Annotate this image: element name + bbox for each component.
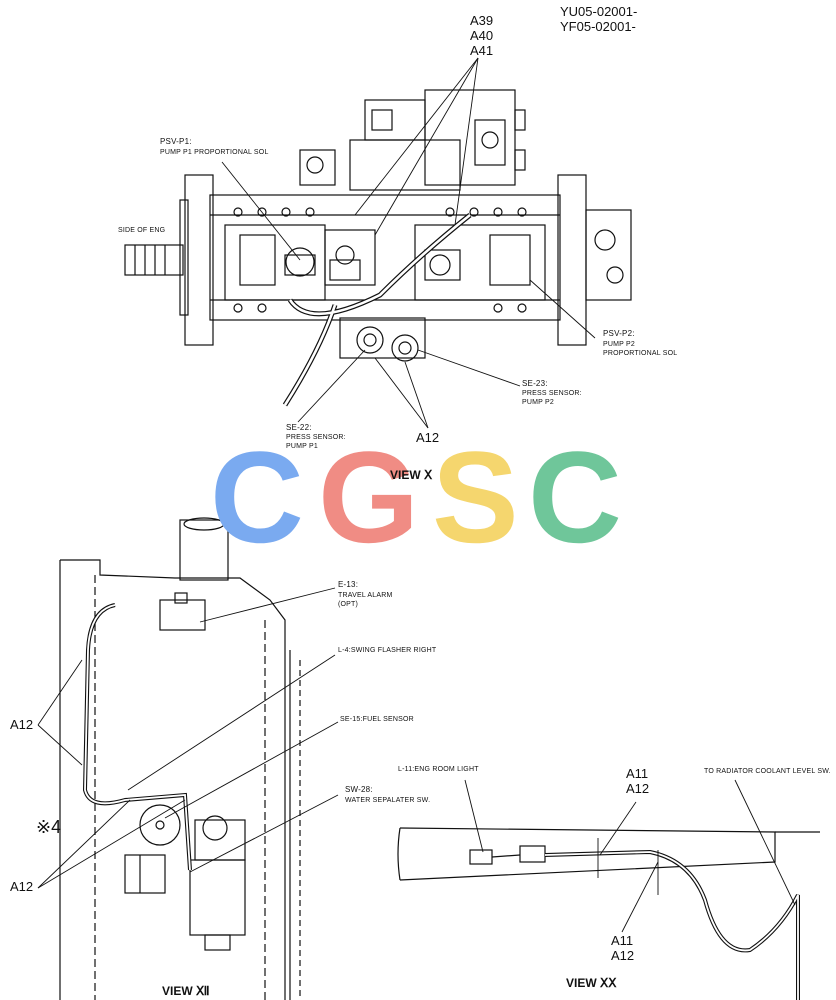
callout-a11-bottom: A11 [611, 933, 634, 948]
model-code-1: YU05-02001- [560, 4, 638, 19]
label-sw28-desc: WATER SEPALATER SW. [345, 797, 431, 804]
callout-a41: A41 [470, 43, 494, 58]
label-psv-p1: PSV-P1: [160, 137, 192, 146]
label-se15: SE-15:FUEL SENSOR [340, 716, 414, 723]
callout-a40: A40 [470, 28, 494, 43]
pump-assembly [124, 89, 632, 362]
callout-a12-lower: A12 [10, 879, 34, 894]
label-se22-desc2: PUMP P1 [286, 443, 319, 450]
watermark-letter-c2: C [528, 440, 622, 555]
label-se23-desc2: PUMP P2 [522, 399, 555, 406]
view9-title: VIEW Ⅹ [390, 468, 433, 482]
label-l11: L-11:ENG ROOM LIGHT [398, 766, 479, 773]
callout-a12-bottom: A12 [611, 948, 635, 963]
label-e13-desc1: TRAVEL ALARM [338, 592, 393, 599]
callout-a39: A39 [470, 13, 494, 28]
tank-harness [82, 603, 192, 871]
label-psv-p1-desc: PUMP P1 PROPORTIONAL SOL [160, 149, 269, 156]
label-l4: L-4:SWING FLASHER RIGHT [338, 647, 437, 654]
label-e13: E-13: [338, 580, 359, 589]
cgsc-watermark: C G S C [210, 440, 622, 555]
label-e13-desc2: (OPT) [338, 601, 359, 608]
label-psv-p2-desc2: PROPORTIONAL SOL [603, 350, 678, 357]
tank-harness-inner [84, 604, 191, 871]
view12-title: VIEW Ⅻ [162, 984, 210, 998]
label-se22: SE-22: [286, 423, 312, 432]
callout-a12-upper: A12 [10, 717, 34, 732]
beam-assembly [397, 827, 820, 881]
label-se23: SE-23: [522, 379, 548, 388]
label-sw28: SW-28: [345, 785, 373, 794]
callout-a12-top: A12 [626, 781, 650, 796]
label-psv-p2: PSV-P2: [603, 329, 635, 338]
watermark-letter-g: G [318, 440, 419, 555]
view12-leader-lines [37, 587, 339, 889]
note-marker-4: ※4 [36, 817, 62, 837]
beam-harness-inner [544, 851, 799, 1000]
pump-harness-inner [283, 213, 471, 406]
watermark-letter-s: S [432, 440, 519, 555]
tank-assembly [59, 517, 301, 1000]
watermark-letter-c1: C [210, 440, 304, 555]
view20-title: VIEW ⅩⅩ [566, 976, 617, 990]
callout-a12-view9: A12 [416, 430, 440, 445]
model-code-2: YF05-02001- [560, 19, 636, 34]
label-side-of-eng: SIDE OF ENG [118, 227, 166, 234]
label-se22-desc1: PRESS SENSOR: [286, 434, 346, 441]
label-psv-p2-desc1: PUMP P2 [603, 341, 636, 348]
label-se23-desc1: PRESS SENSOR: [522, 390, 582, 397]
label-radiator: TO RADIATOR COOLANT LEVEL SW. [704, 768, 831, 775]
view20-leader-lines [464, 779, 796, 933]
view9-leader-lines [221, 57, 596, 429]
pump-harness [282, 213, 472, 407]
callout-a11-top: A11 [626, 766, 649, 781]
